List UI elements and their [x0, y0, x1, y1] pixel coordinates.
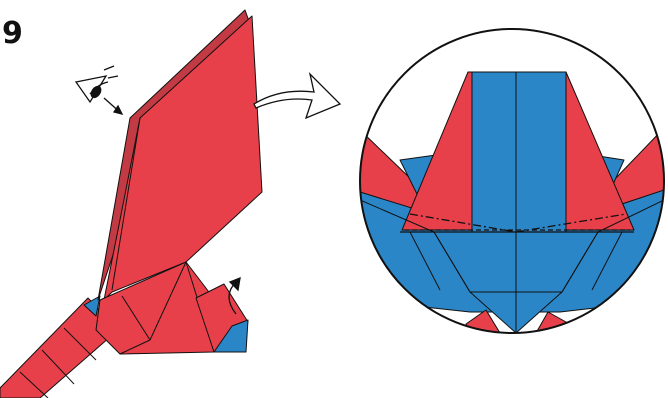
folded-model: [0, 10, 262, 398]
eye-view-icon: [76, 66, 122, 114]
zoom-arrow-icon: [254, 74, 340, 118]
zoom-detail: [360, 29, 664, 333]
center-blue-column: [472, 72, 566, 232]
